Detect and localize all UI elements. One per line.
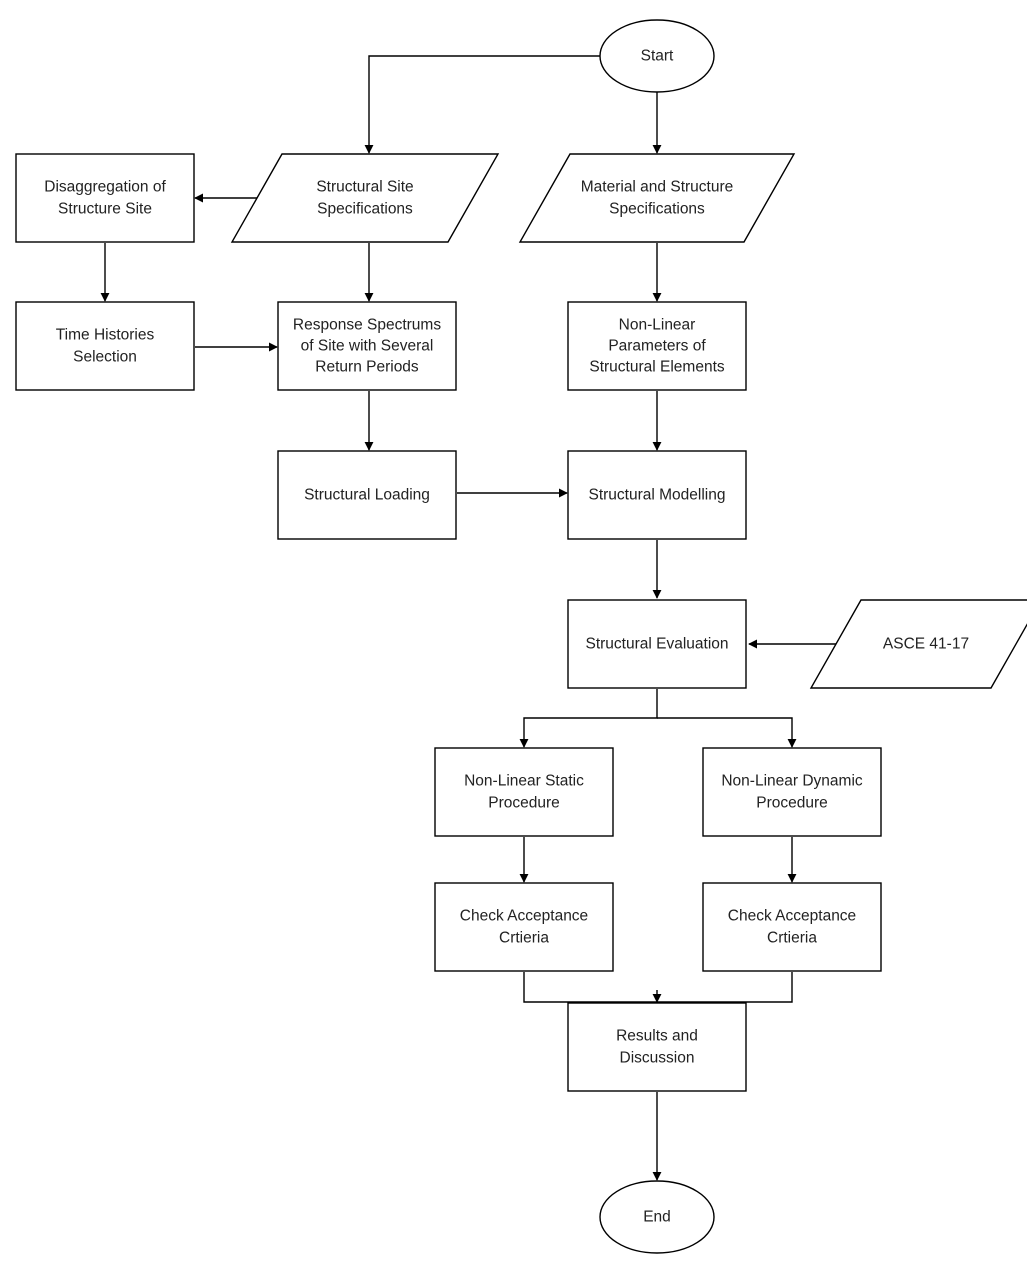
node-structural-modelling-label-line: Structural Modelling	[589, 487, 726, 504]
node-disaggregation-rect	[15, 153, 195, 243]
node-nl-dynamic-label-line: Non-Linear Dynamic	[721, 773, 863, 790]
node-response-spectrums-label-line: of Site with Several	[301, 338, 434, 355]
node-structural-evaluation: Structural Evaluation	[567, 599, 747, 689]
node-end: End	[599, 1180, 715, 1254]
node-response-spectrums-label-line: Response Spectrums	[293, 317, 441, 334]
node-asce-label-line: ASCE 41-17	[883, 636, 969, 653]
node-asce-parallelogram	[809, 599, 1027, 689]
node-check-static-label-line: Check Acceptance	[460, 908, 588, 925]
node-response-spectrums-label-line: Return Periods	[315, 359, 419, 376]
node-site-spec-parallelogram	[230, 153, 500, 243]
node-end-label-line: End	[643, 1209, 671, 1226]
node-nonlinear-params-label-line: Parameters of	[608, 338, 706, 355]
node-response-spectrums: Response Spectrums of Site with SeveralRe…	[277, 301, 457, 391]
node-material-spec-label-line: Specifications	[609, 201, 705, 218]
node-disaggregation-label-line: Structure Site	[58, 201, 152, 218]
node-nonlinear-params-label-line: Non-Linear	[619, 317, 696, 334]
edge-check-dynamic-to-results	[657, 972, 793, 1003]
node-nl-static-label-line: Non-Linear Static	[464, 773, 584, 790]
node-structural-loading-label-line: Structural Loading	[304, 487, 430, 504]
node-start-label-line: Start	[641, 48, 674, 65]
node-structural-modelling: Structural Modelling	[567, 450, 747, 540]
node-check-static-rect	[434, 882, 614, 972]
node-structural-evaluation-label-line: Structural Evaluation	[585, 636, 728, 653]
node-check-static-label-line: Crtieria	[499, 930, 549, 947]
node-structural-loading: Structural Loading	[277, 450, 457, 540]
node-asce: ASCE 41-17	[809, 599, 1027, 689]
node-results-rect	[567, 1002, 747, 1092]
node-results-label-line: Discussion	[620, 1050, 695, 1067]
node-site-spec-label-line: Structural Site	[316, 179, 413, 196]
node-start: Start	[599, 19, 715, 93]
node-check-dynamic-label-line: Check Acceptance	[728, 908, 856, 925]
node-response-spectrums-rect	[277, 301, 457, 391]
node-structural-modelling-rect	[567, 450, 747, 540]
edge-structural-evaluation-to-nl-dynamic	[657, 717, 797, 748]
node-nl-static-label-line: Procedure	[488, 795, 560, 812]
node-structural-evaluation-rect	[567, 599, 747, 689]
node-check-dynamic-rect	[702, 882, 882, 972]
node-material-spec-label-line: Material and Structure	[581, 179, 734, 196]
node-disaggregation-label-line: Disaggregation of	[44, 179, 166, 196]
node-structural-loading-rect	[277, 450, 457, 540]
node-time-histories-label-line: Time Histories	[56, 327, 155, 344]
node-time-histories-label-line: Selection	[73, 349, 137, 366]
node-disaggregation: Disaggregation of Structure Site	[15, 153, 195, 243]
node-material-spec-parallelogram	[518, 153, 796, 243]
edge-start-to-site-spec	[364, 55, 600, 154]
node-nonlinear-params-rect	[567, 301, 747, 391]
node-start-ellipse	[599, 19, 715, 93]
node-site-spec-label-line: Specifications	[317, 201, 413, 218]
node-end-ellipse	[599, 1180, 715, 1254]
edge-check-static-to-results	[523, 972, 657, 1003]
node-nl-dynamic-rect	[702, 747, 882, 837]
edge-structural-evaluation-to-nl-static	[519, 689, 658, 748]
node-nonlinear-params-label-line: Structural Elements	[589, 359, 724, 376]
node-nl-dynamic-label-line: Procedure	[756, 795, 828, 812]
node-time-histories-rect	[15, 301, 195, 391]
node-check-dynamic-label-line: Crtieria	[767, 930, 817, 947]
node-nl-static-rect	[434, 747, 614, 837]
node-results-label-line: Results and	[616, 1028, 698, 1045]
